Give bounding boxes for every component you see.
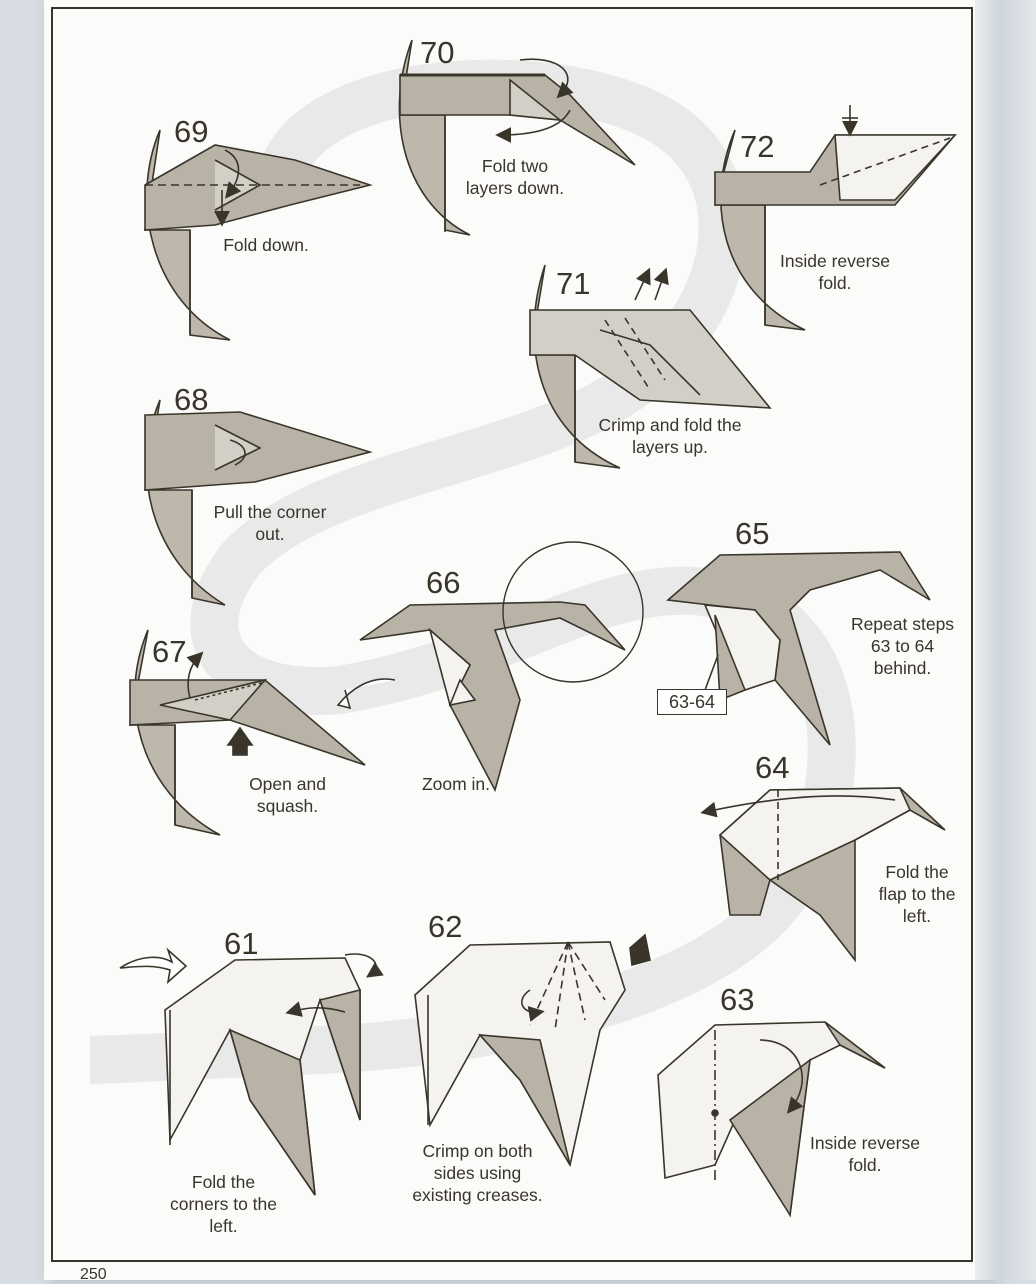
step-number-61: 61 [224, 926, 259, 961]
step-64-caption: Fold the flap to the left. [878, 862, 956, 926]
step-67-caption: Open and squash. [249, 774, 326, 816]
step-68-caption: Pull the corner out. [213, 502, 327, 544]
step-reference-label: 63-64 [657, 689, 727, 715]
step-64-figure [700, 787, 946, 963]
page-frame [51, 7, 973, 1262]
page-number: 250 [80, 1266, 107, 1283]
step-number-63: 63 [720, 982, 755, 1017]
step-68-figure [144, 399, 373, 606]
step-number-71: 71 [556, 266, 591, 301]
step-61-caption: Fold the corners to the left. [170, 1172, 277, 1236]
step-number-62: 62 [428, 909, 463, 944]
step-61-figure [164, 953, 384, 1196]
step-number-64: 64 [755, 750, 790, 785]
step-71-figure [529, 264, 772, 469]
step-66-figure [359, 541, 644, 793]
step-70-figure [398, 39, 636, 236]
step-70-caption: Fold two layers down. [465, 156, 565, 198]
step-66-caption: Zoom in. [421, 774, 491, 794]
transition-arrow-66-67 [336, 678, 396, 710]
step-72-caption: Inside reverse fold. [780, 251, 890, 293]
step-72-figure [713, 105, 957, 331]
step-71-caption: Crimp and fold the layers up. [598, 415, 742, 457]
step-63-caption: Inside reverse fold. [810, 1133, 920, 1175]
step-69-figure [144, 129, 373, 341]
step-63-figure [657, 1021, 886, 1218]
step-number-68: 68 [174, 382, 209, 417]
step-number-69: 69 [174, 114, 209, 149]
step-number-65: 65 [735, 516, 770, 551]
step-65-figure [666, 551, 931, 746]
step-number-67: 67 [152, 634, 187, 669]
step-number-66: 66 [426, 565, 461, 600]
step-number-72: 72 [740, 129, 775, 164]
page-edge [975, 0, 1036, 1280]
step-67-figure [129, 629, 366, 836]
step-62-caption: Crimp on both sides using existing creas… [412, 1141, 543, 1205]
step-65-caption: Repeat steps 63 to 64 behind. [850, 614, 955, 678]
step-69-caption: Fold down. [223, 235, 309, 255]
step-62-figure [414, 933, 651, 1168]
step-number-70: 70 [420, 35, 455, 70]
transition-arrow-into-61 [119, 947, 188, 985]
